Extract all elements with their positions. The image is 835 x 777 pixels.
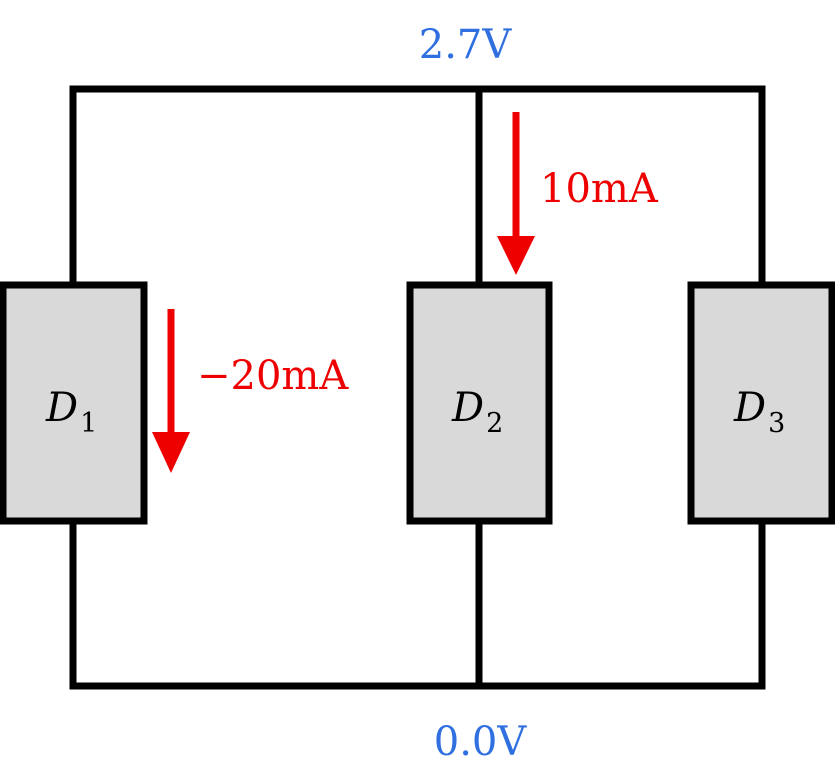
- d1-current-arrow: [152, 309, 190, 473]
- d2-current-arrow: [497, 112, 535, 275]
- device-d3-label: D3: [733, 385, 785, 439]
- bottom-voltage-label: 0.0V: [434, 719, 528, 765]
- device-d2-box: [406, 281, 553, 525]
- d2-current-label: 10mA: [540, 166, 659, 212]
- device-d2-label: D2: [451, 385, 503, 439]
- device-d3-box: [687, 281, 835, 525]
- d1-current-arrow-head: [152, 432, 190, 473]
- d2-current-arrow-head: [497, 236, 535, 275]
- device-d1-box: [0, 281, 148, 525]
- top-voltage-label: 2.7V: [419, 22, 513, 68]
- d1-current-label: −20mA: [197, 353, 349, 399]
- device-d1-label: D1: [45, 385, 97, 439]
